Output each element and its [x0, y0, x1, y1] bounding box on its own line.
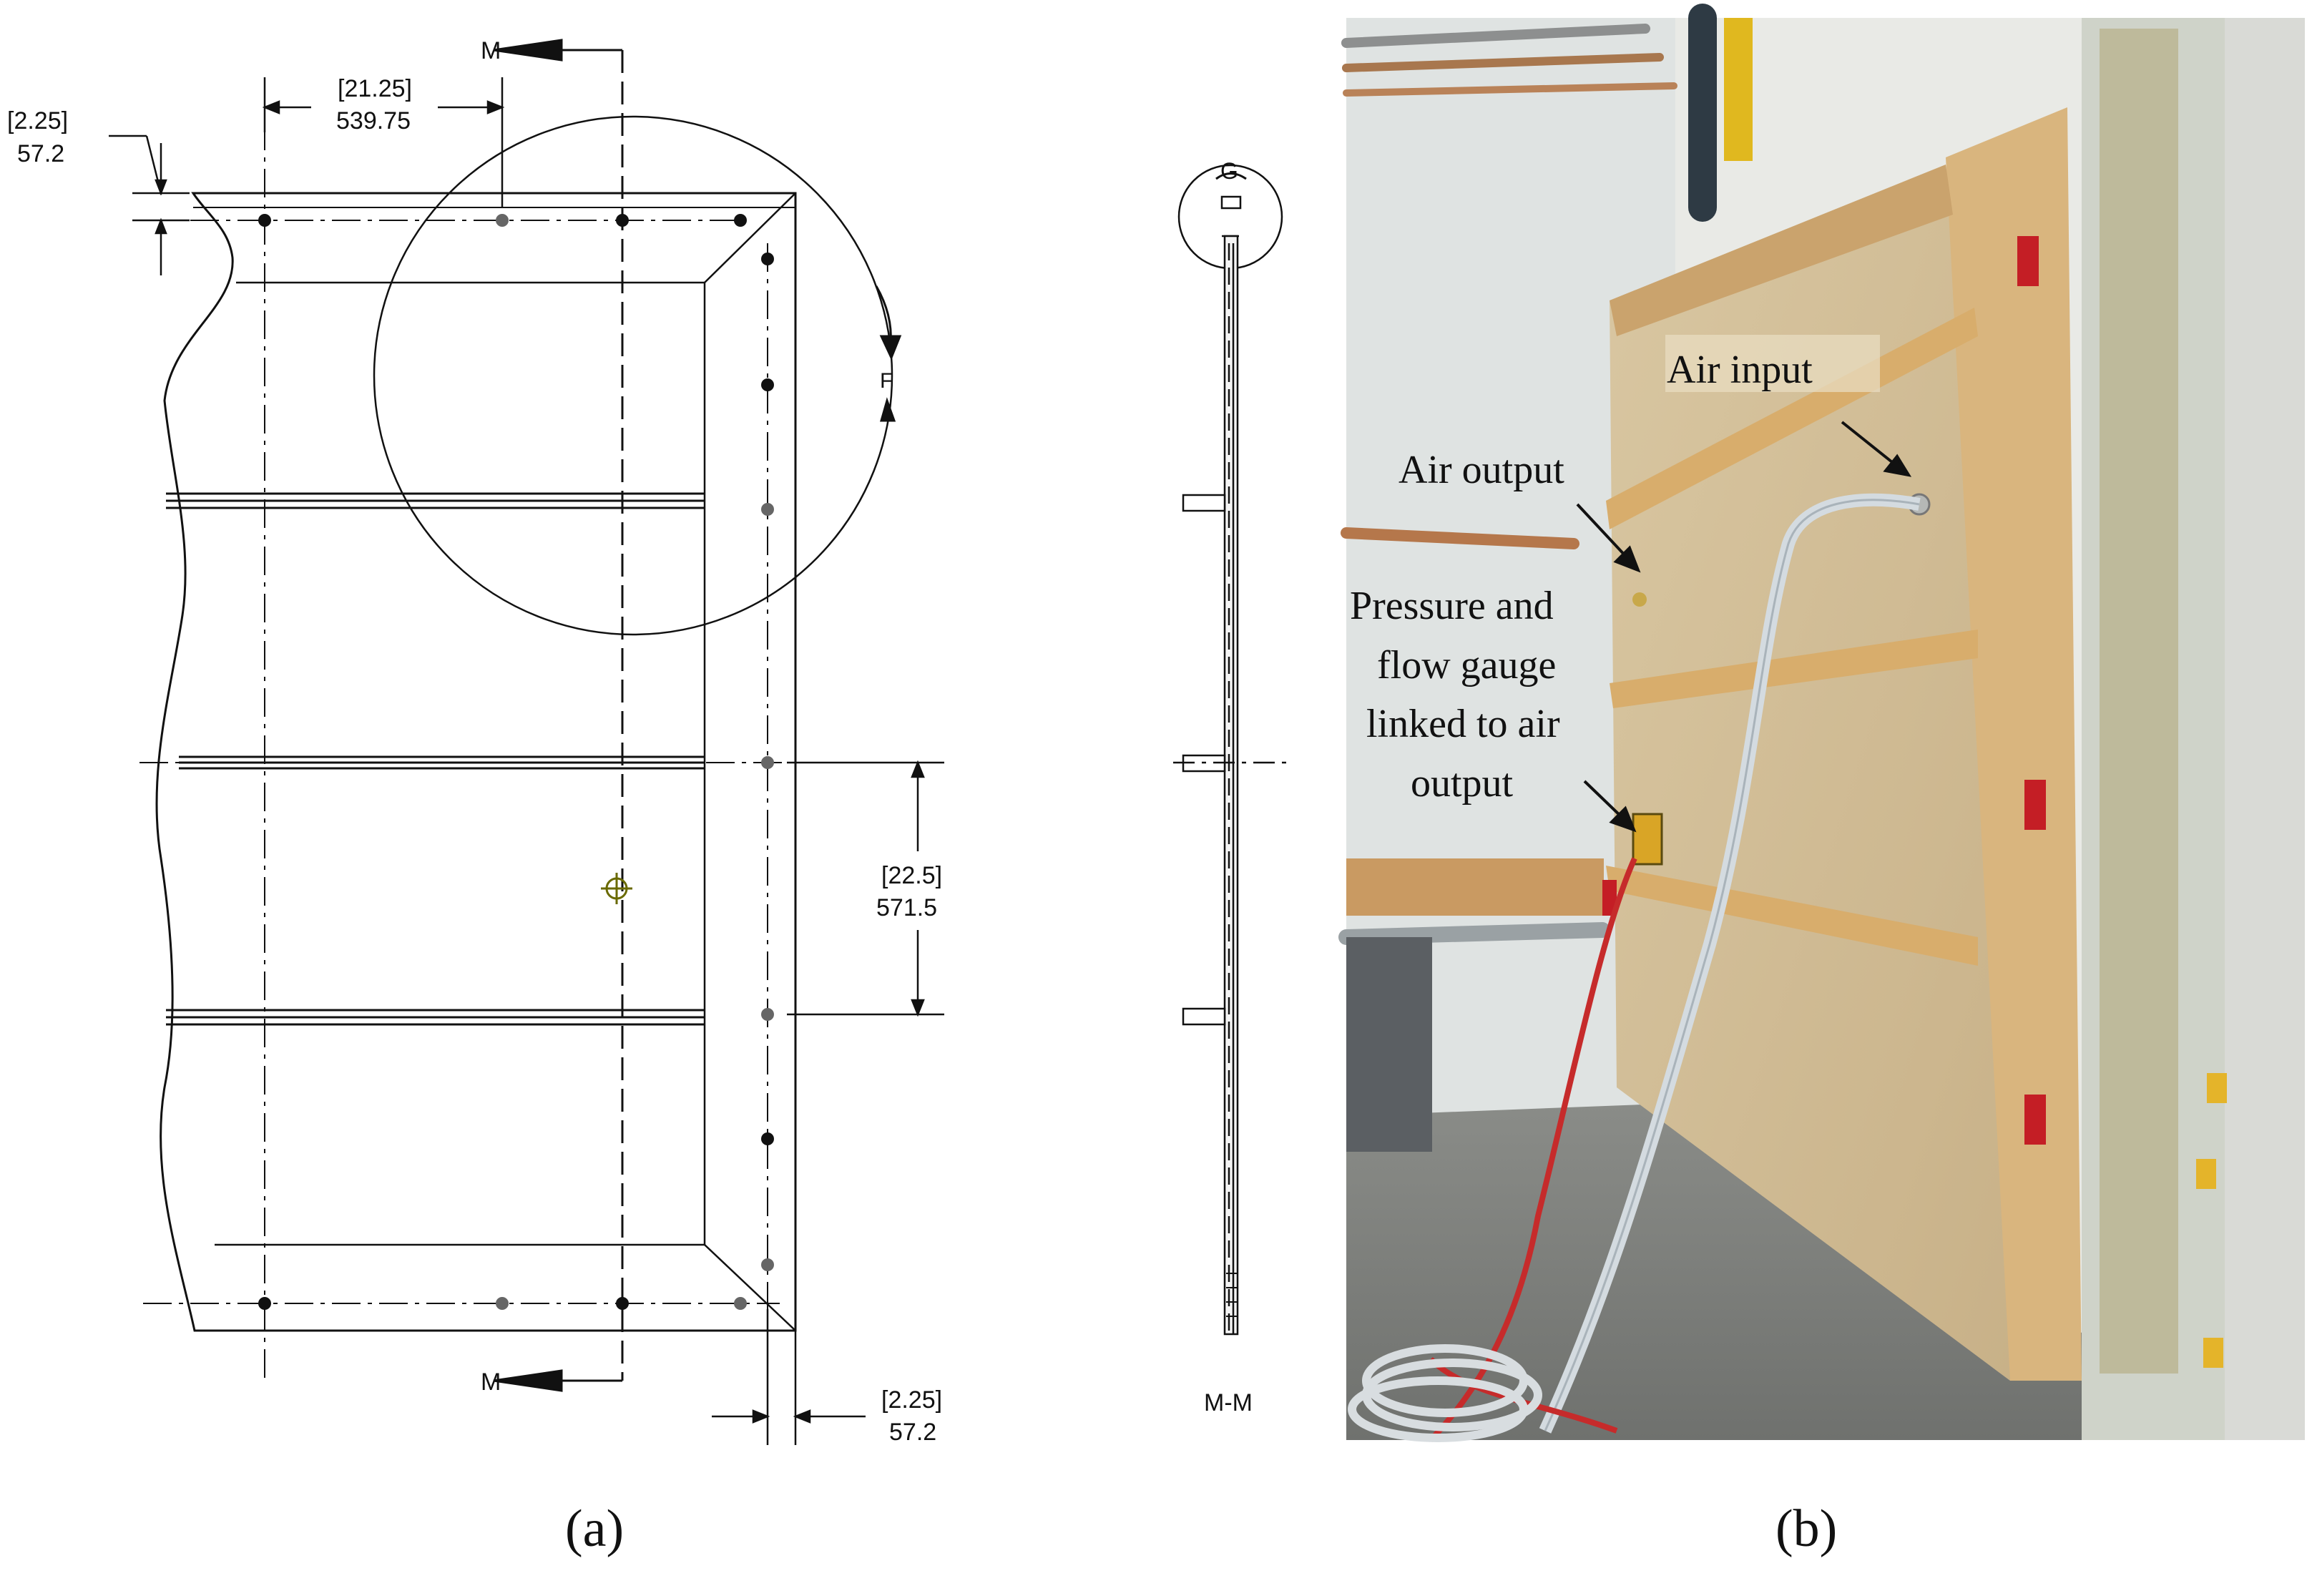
- dim-right-span: [787, 760, 944, 1017]
- ceiling-pipes: [1338, 4, 1753, 945]
- marker-m-top: M: [481, 37, 501, 64]
- dim-top-left-mm: 57.2: [17, 140, 64, 167]
- batten-top: [1606, 308, 1978, 529]
- batten-1: [166, 492, 705, 509]
- panel-outline: [155, 192, 797, 1332]
- label-gauge-4: output: [1411, 761, 1514, 806]
- label-air-input: Air input: [1667, 348, 1813, 392]
- marker-m-bottom: M: [481, 1369, 501, 1396]
- label-gauge-1: Pressure and: [1350, 584, 1554, 628]
- section-arrow-bottom: [493, 1369, 563, 1392]
- bolt-holes: [258, 214, 774, 1310]
- label-gauge-3: linked to air: [1366, 702, 1560, 746]
- caption-a: (a): [565, 1499, 624, 1558]
- dim-bottom-right: [712, 1309, 866, 1445]
- section-title: M-M: [1204, 1389, 1253, 1416]
- pressure-flow-gauge: [1632, 813, 1663, 866]
- center-mark: [601, 873, 632, 904]
- yellow-tags: [2196, 1073, 2227, 1368]
- detail-label-f: F: [880, 369, 893, 393]
- annotation-arrows: [1576, 421, 1912, 833]
- red-tape-marks: [1602, 236, 2046, 1145]
- dim-bottom-right-mm: 57.2: [889, 1419, 936, 1446]
- batten-bottom: [1606, 866, 1978, 966]
- dim-top-span-in: [21.25]: [338, 75, 412, 102]
- batten-3: [166, 1009, 705, 1026]
- section-arrow-top: [493, 39, 563, 62]
- caption-b: (b): [1775, 1499, 1838, 1558]
- section-view: [1173, 164, 1291, 1336]
- dim-bottom-right-in: [2.25]: [881, 1386, 942, 1414]
- dim-right-mm: 571.5: [876, 894, 937, 921]
- label-gauge-2: flow gauge: [1377, 643, 1556, 687]
- photo-panel: [1338, 4, 2305, 1442]
- dim-top-span-mm: 539.75: [336, 107, 411, 134]
- air-output-fitting: [1632, 592, 1647, 607]
- dim-top-left: [109, 134, 190, 275]
- label-air-output: Air output: [1399, 448, 1564, 492]
- coiled-hose: [1348, 1344, 1542, 1442]
- detail-label-g: G: [1220, 158, 1238, 184]
- technical-drawing: [109, 39, 1291, 1445]
- batten-middle: [1610, 630, 1978, 708]
- equipment-cart: [1346, 937, 1432, 1152]
- dim-top-span: [262, 77, 505, 207]
- dim-top-left-in: [2.25]: [7, 107, 68, 134]
- detail-circle-f: [373, 115, 893, 636]
- dim-right-in: [22.5]: [881, 862, 942, 889]
